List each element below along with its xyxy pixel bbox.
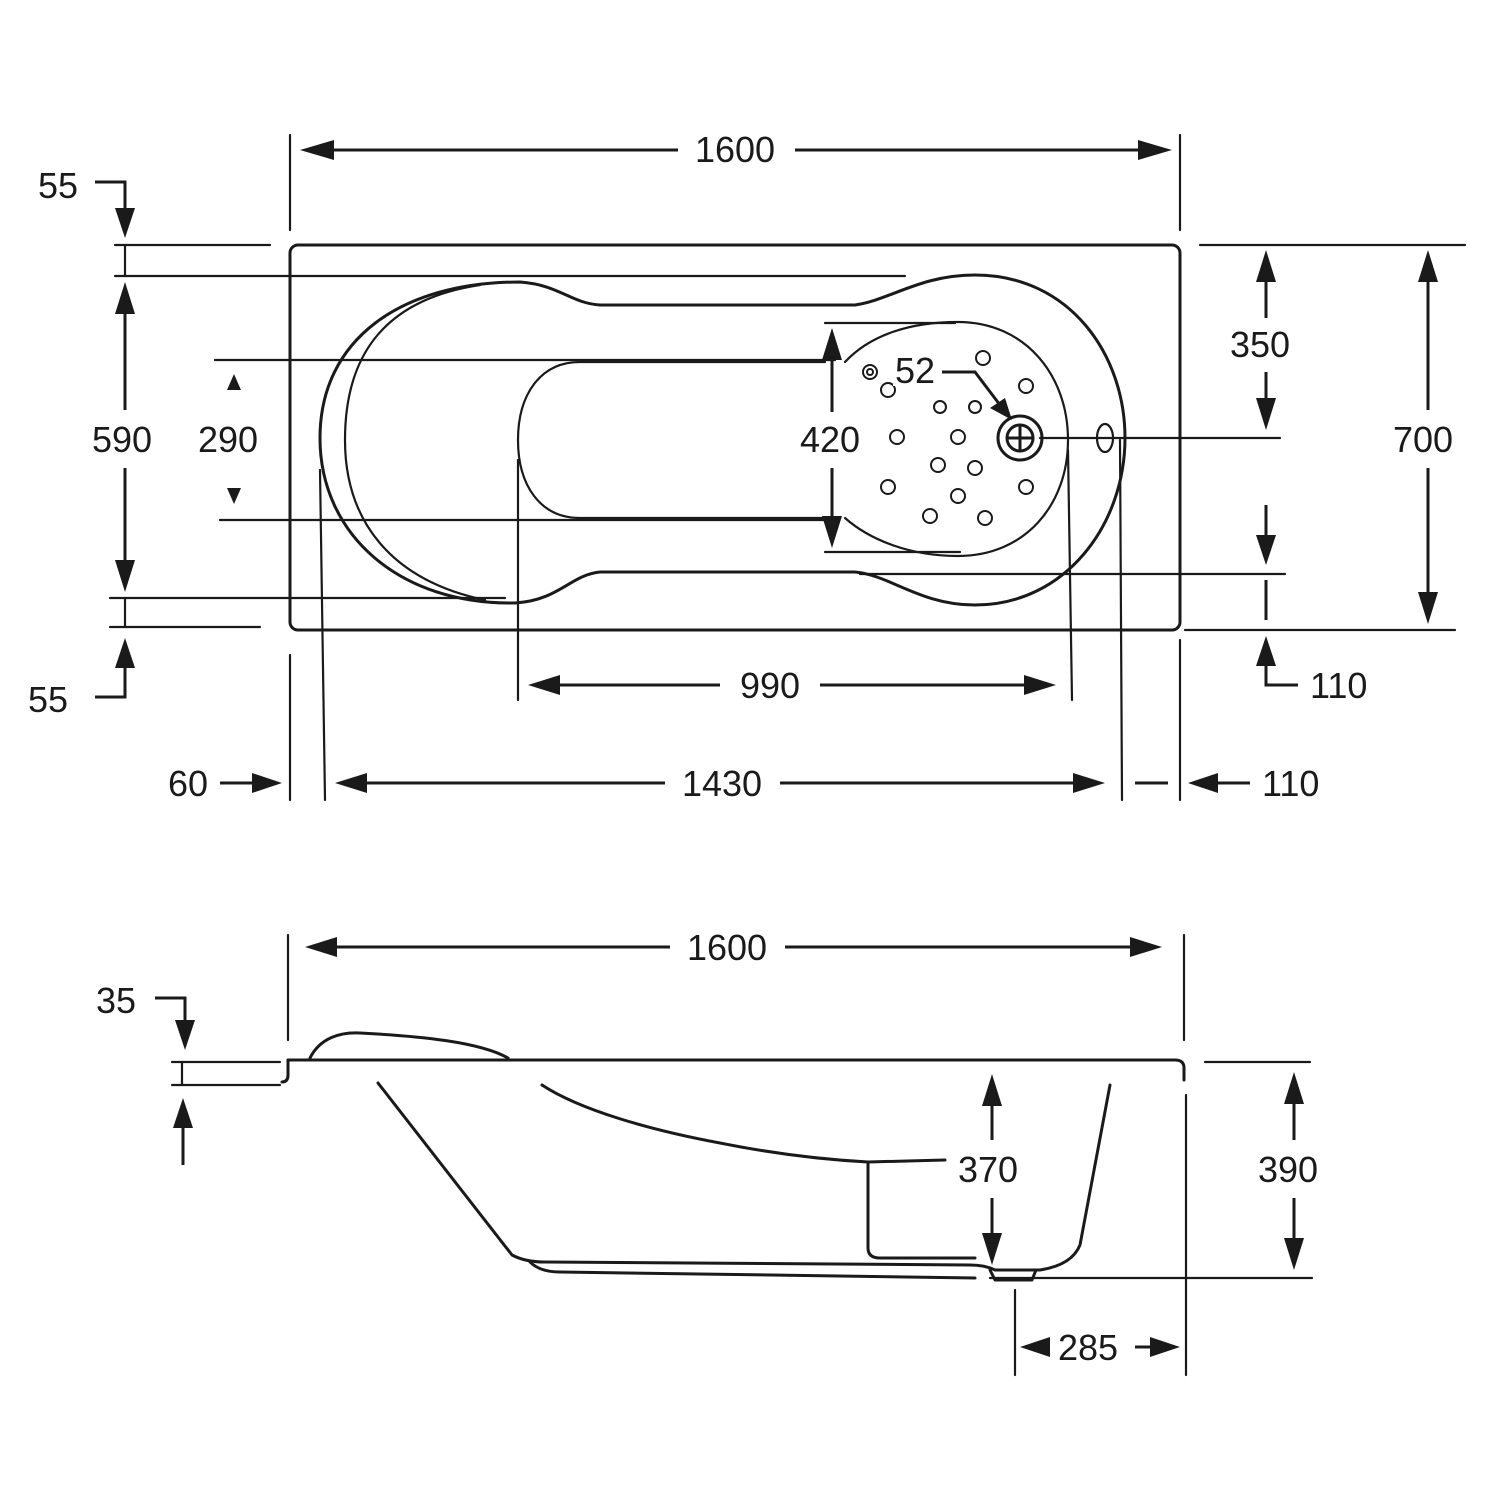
dim-side-length: 1600 [305,927,1162,968]
tub-left-lobe-inner [343,283,487,602]
side-view: 1600 35 370 390 [96,927,1318,1377]
label-60: 60 [168,763,208,804]
label-420: 420 [800,419,860,460]
side-foot-step [866,1160,977,1260]
top-view: 1600 55 590 55 290 [28,129,1467,804]
dim-overall-width: 700 [1393,250,1453,624]
label-35: 35 [96,980,136,1021]
tub-seat-shape [516,360,827,520]
dim-drain-offset: 350 [1230,250,1290,430]
side-rim-profile [286,1058,1186,1082]
dim-lower-offset: 110 [1256,505,1367,706]
label-370: 370 [958,1149,1018,1190]
label-1430: 1430 [682,763,762,804]
label-350: 350 [1230,324,1290,365]
label-55-top: 55 [38,165,78,206]
label-52: 52 [895,350,935,391]
label-110-bottom: 110 [1262,763,1319,804]
drain [996,414,1044,462]
dim-overall-height: 390 [1258,1072,1318,1270]
side-headrest [308,1031,510,1060]
dim-drain-position: 285 [1020,1327,1180,1368]
side-drain [988,1268,1038,1282]
dim-seat-length: 990 [528,665,1056,706]
tub-inner-basin [318,273,1127,607]
label-390: 390 [1258,1149,1318,1190]
label-side-1600: 1600 [687,927,767,968]
dim-seat-width: 290 [198,374,258,504]
label-1600: 1600 [695,129,775,170]
side-backrest [540,1083,947,1164]
side-tub-body [376,1081,1112,1272]
dim-rim-top: 55 [38,165,135,278]
label-990: 990 [740,665,800,706]
dim-rim-right: 110 [1135,763,1319,804]
side-rim-edge [280,1058,290,1084]
label-590: 590 [92,419,152,460]
side-base [528,1260,977,1280]
dim-jet-zone: 420 [800,328,860,548]
dim-rim-thickness: 35 [96,980,195,1165]
label-110-right: 110 [1310,665,1367,706]
label-290: 290 [198,419,258,460]
dim-overall-length: 1600 [300,129,1172,170]
label-55-bottom: 55 [28,679,68,720]
dim-jet-diameter: 52 [893,350,1012,420]
foot-lobe-outline [843,320,1070,558]
overflow [1095,422,1115,454]
label-285: 285 [1058,1327,1118,1368]
dim-rim-left: 60 [168,763,282,804]
whirlpool-jets [862,350,1034,526]
dim-inner-width: 590 [92,282,152,592]
label-700: 700 [1393,419,1453,460]
dim-rim-bottom: 55 [28,596,135,720]
dim-inner-length: 1430 [335,763,1105,804]
dim-inner-depth: 370 [955,1074,1027,1265]
